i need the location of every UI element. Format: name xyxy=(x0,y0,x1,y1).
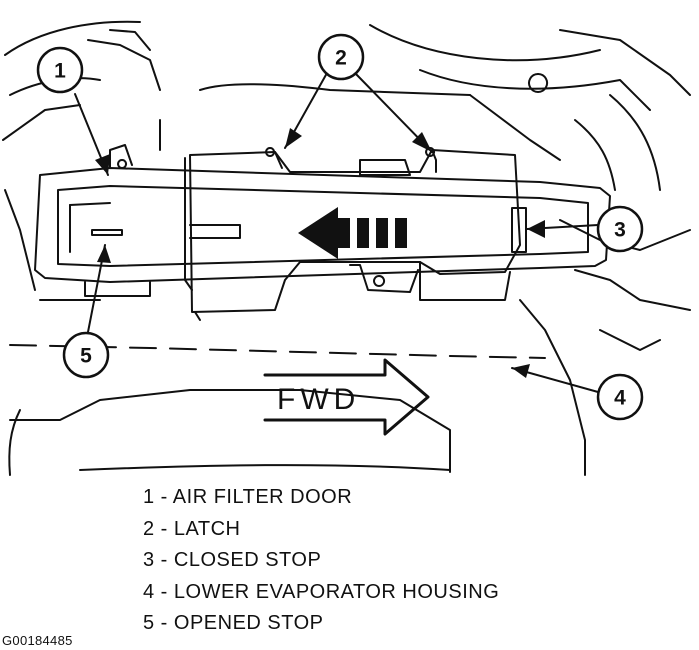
background-housing xyxy=(2,20,691,476)
legend-list: 1 - AIR FILTER DOOR 2 - LATCH 3 - CLOSED… xyxy=(143,482,499,640)
air-filter-door xyxy=(34,144,611,297)
latch-assembly xyxy=(184,147,521,321)
legend-item-closed-stop: 3 - CLOSED STOP xyxy=(143,549,322,571)
diagram-illustration: 1 2 3 4 5 FWD xyxy=(2,20,691,476)
callout-1: 1 xyxy=(54,60,66,83)
callout-2: 2 xyxy=(335,47,347,70)
callout-circles xyxy=(36,33,644,421)
direction-arrow-icon xyxy=(298,207,407,259)
fwd-label: FWD xyxy=(277,383,360,416)
opened-stop xyxy=(91,229,123,236)
legend-item-air-filter-door: 1 - AIR FILTER DOOR xyxy=(143,486,353,508)
figure-id: G00184485 xyxy=(2,633,73,648)
fwd-arrow-icon xyxy=(263,358,430,436)
callout-5: 5 xyxy=(80,345,92,368)
legend-item-opened-stop: 5 - OPENED STOP xyxy=(143,612,324,634)
leader-arrowheads xyxy=(95,128,545,378)
legend-item-latch: 2 - LATCH xyxy=(143,517,241,540)
legend-item-lower-evaporator-housing: 4 - LOWER EVAPORATOR HOUSING xyxy=(143,580,500,603)
callout-3: 3 xyxy=(614,219,626,242)
callout-4: 4 xyxy=(614,387,626,410)
closed-stop xyxy=(511,207,527,253)
